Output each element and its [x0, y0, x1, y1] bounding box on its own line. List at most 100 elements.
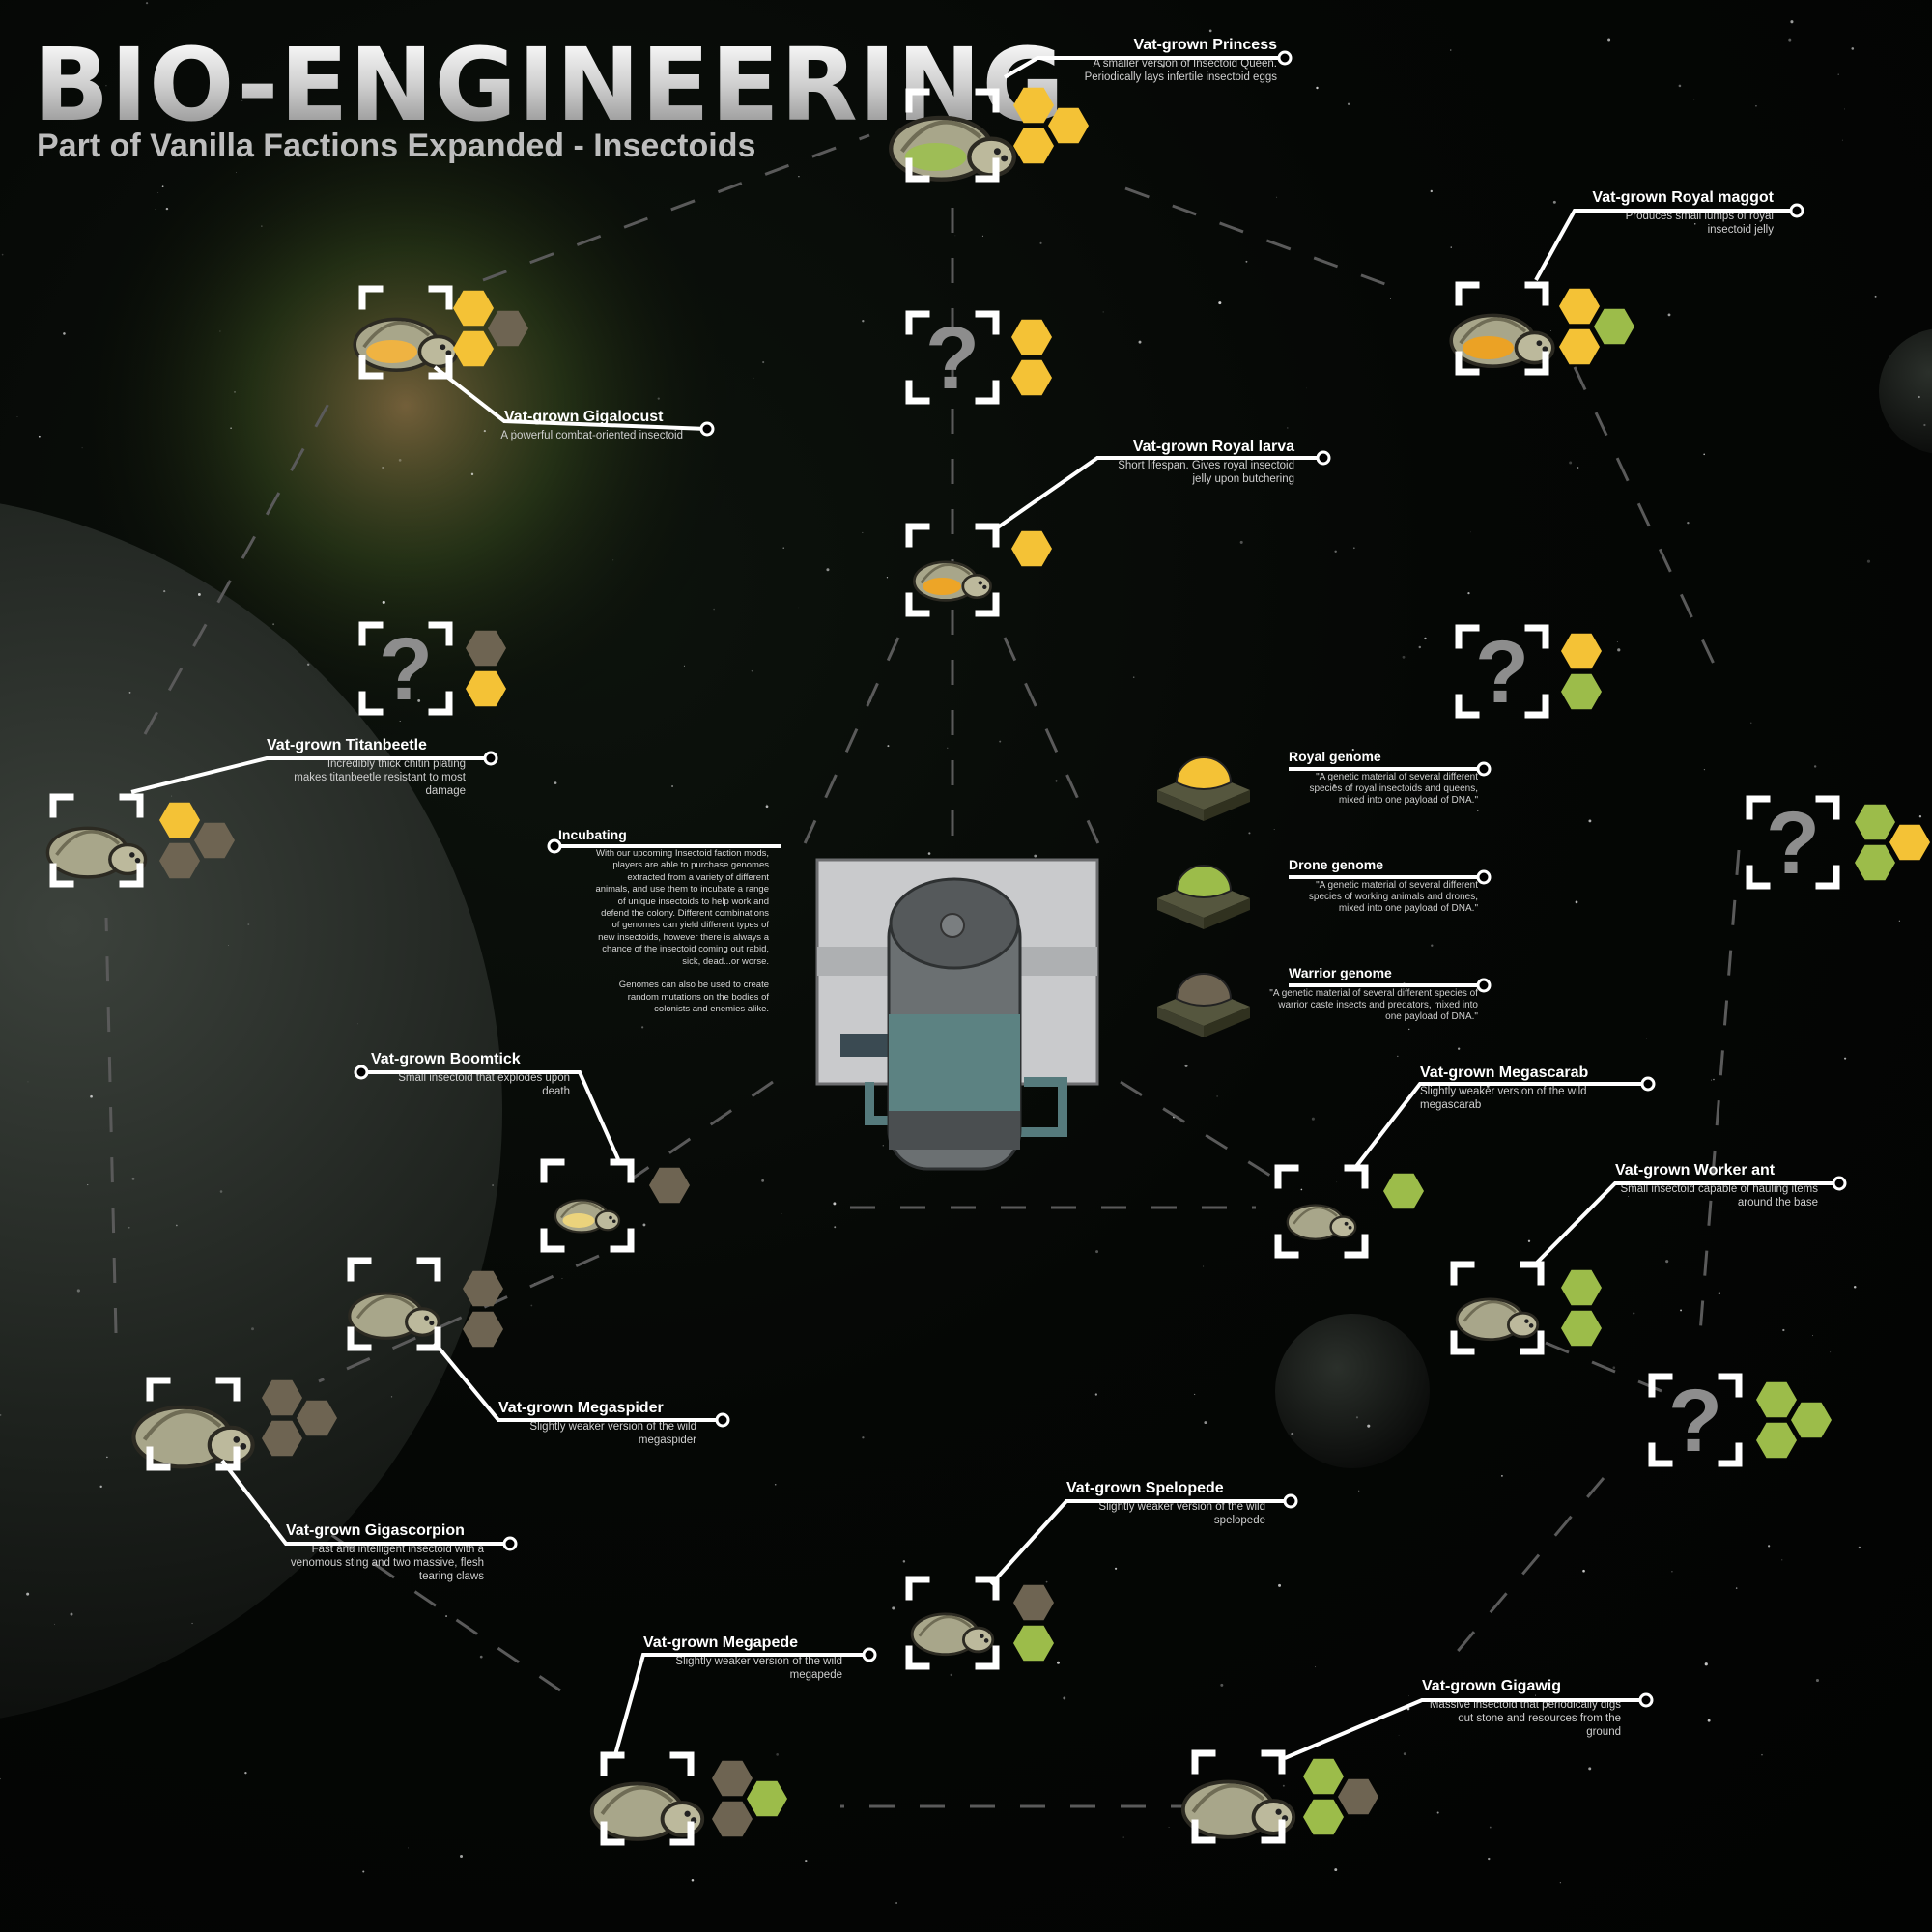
leader-line	[1003, 50, 1293, 79]
unknown-frame	[1455, 624, 1549, 719]
gigascorpion-icon	[131, 1405, 255, 1469]
genome-recipe	[649, 1167, 690, 1204]
leader-line	[1289, 761, 1492, 777]
label-royal-larva: Vat-grown Royal larva Short lifespan. Gi…	[1078, 439, 1294, 486]
page-title: BIO-ENGINEERING	[33, 26, 1065, 144]
leader-line	[354, 1065, 620, 1160]
genome-recipe	[453, 290, 528, 367]
genome-recipe	[159, 802, 235, 879]
creature-desc: Small insectoid that explodes upon death	[398, 1072, 570, 1097]
genome-hex-drone	[1756, 1422, 1797, 1459]
genome-recipe	[1561, 1269, 1602, 1347]
genome-hex-royal	[1011, 319, 1052, 355]
creature-desc: Small insectoid capable of hauling items…	[1620, 1183, 1818, 1208]
leader-endpoint	[1789, 203, 1804, 218]
leader-line	[993, 450, 1331, 531]
label-megascarab: Vat-grown Megascarab Slightly weaker ver…	[1420, 1065, 1650, 1112]
genome-hex-warrior	[463, 1270, 503, 1307]
genome-hex-drone	[1303, 1799, 1344, 1835]
unknown-recipe	[466, 630, 506, 707]
creature-frame	[540, 1158, 635, 1253]
incubating-panel: Incubating With our upcoming Insectoid f…	[558, 827, 769, 1016]
royal-genome-vial-icon	[1157, 756, 1250, 821]
unknown-recipe	[1561, 633, 1602, 710]
unknown-symbol: ?	[1475, 623, 1529, 722]
unknown-frame	[358, 621, 453, 716]
genome-hex-royal	[466, 670, 506, 707]
genome-recipe	[1013, 87, 1089, 164]
leader-line	[1352, 1076, 1656, 1171]
incubating-title: Incubating	[558, 827, 627, 842]
label-spelopede: Vat-grown Spelopede Slightly weaker vers…	[1066, 1480, 1269, 1527]
genome-hex-drone	[1594, 308, 1634, 345]
warrior-genome-vial-icon	[1157, 973, 1250, 1037]
creature-name: Vat-grown Royal maggot	[1592, 189, 1774, 206]
genome-hex-royal	[1013, 87, 1054, 124]
creature-desc: Slightly weaker version of the wild mega…	[675, 1656, 842, 1681]
genome-hex-royal	[1561, 633, 1602, 669]
genome-hex-warrior	[262, 1379, 302, 1416]
genome-hex-drone	[1013, 1625, 1054, 1662]
leader-endpoint	[1476, 978, 1492, 993]
genome-hex-warrior	[488, 310, 528, 347]
creature-frame	[1450, 1261, 1545, 1355]
creature-desc: A smaller version of Insectoid Queen. Pe…	[1084, 58, 1277, 83]
genome-hex-royal	[1011, 530, 1052, 567]
genome-hex-royal	[453, 330, 494, 367]
creature-name: Vat-grown Megascarab	[1420, 1065, 1589, 1081]
genome-hex-drone	[1383, 1173, 1424, 1209]
leader-line	[612, 1647, 877, 1759]
genome-recipe	[463, 1270, 503, 1348]
leader-line	[433, 1341, 730, 1428]
genome-hex-royal	[453, 290, 494, 327]
leader-line	[1284, 1692, 1654, 1760]
genome-hex-warrior	[194, 822, 235, 859]
creature-frame	[49, 793, 144, 888]
genome-hex-drone	[1561, 1269, 1602, 1306]
creature-desc: Slightly weaker version of the wild mega…	[529, 1421, 696, 1446]
genome-hex-royal	[1011, 359, 1052, 396]
creature-name: Vat-grown Spelopede	[1066, 1480, 1224, 1496]
leader-endpoint	[1277, 50, 1293, 66]
genome-hex-warrior	[262, 1420, 302, 1457]
genome-hex-royal	[1559, 288, 1600, 325]
genome-recipe	[1013, 1584, 1054, 1662]
genome-recipe	[712, 1760, 787, 1837]
gigawig-icon	[1180, 1779, 1296, 1839]
leader-endpoint	[1476, 869, 1492, 885]
princess-icon	[889, 115, 1016, 182]
genome-hex-drone	[1791, 1402, 1832, 1438]
creature-name: Vat-grown Gigascorpion	[286, 1522, 465, 1539]
leader-endpoint	[862, 1647, 877, 1662]
creature-frame	[358, 285, 453, 380]
megapede-icon	[589, 1781, 705, 1841]
leader-line	[1289, 978, 1492, 993]
leader-line	[220, 1459, 518, 1551]
creature-desc: Slightly weaker version of the wild mega…	[1420, 1086, 1587, 1111]
leader-line	[547, 838, 781, 854]
genome-hex-drone	[1756, 1381, 1797, 1418]
creature-name: Vat-grown Princess	[1133, 37, 1278, 53]
label-megapede: Vat-grown Megapede Slightly weaker versi…	[643, 1634, 842, 1682]
unknown-recipe	[1011, 319, 1052, 396]
genome-hex-drone	[1561, 673, 1602, 710]
genome-hex-royal	[1013, 128, 1054, 164]
leader-endpoint	[1640, 1076, 1656, 1092]
creature-desc: Incredibly thick chitin plating makes ti…	[294, 758, 466, 797]
leader-endpoint	[1476, 761, 1492, 777]
genome-recipe	[1303, 1758, 1378, 1835]
label-warrior-genome: Warrior genome "A genetic material of se…	[1262, 965, 1478, 1023]
creature-desc: Slightly weaker version of the wild spel…	[1098, 1501, 1265, 1526]
creature-name: Vat-grown Boomtick	[371, 1051, 521, 1067]
creature-frame	[1191, 1749, 1286, 1844]
label-royal-maggot: Vat-grown Royal maggot Produces small lu…	[1488, 189, 1774, 237]
leader-endpoint	[547, 838, 562, 854]
spelopede-icon	[910, 1612, 995, 1657]
genome-desc: "A genetic material of several different…	[1309, 772, 1478, 806]
genome-hex-warrior	[712, 1801, 753, 1837]
leader-line	[1534, 203, 1804, 281]
unknown-frame	[1746, 795, 1840, 890]
page-subtitle: Part of Vanilla Factions Expanded - Inse…	[37, 128, 756, 164]
unknown-symbol: ?	[925, 309, 980, 408]
